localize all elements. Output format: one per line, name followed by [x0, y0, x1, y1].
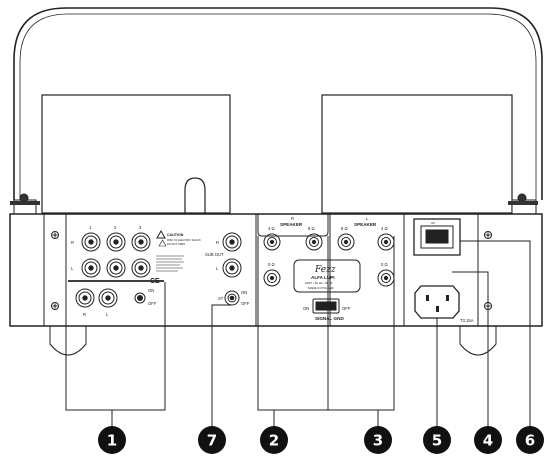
- speaker-terminal[interactable]: [263, 269, 281, 287]
- badge-spec-line: 230V • 50 Hz • 80 W: [305, 281, 332, 285]
- power-switch[interactable]: [413, 218, 461, 256]
- rca-jack[interactable]: [106, 258, 126, 278]
- speaker-terminal[interactable]: [305, 233, 323, 251]
- rca-jack[interactable]: [106, 232, 126, 252]
- left-foot: [49, 326, 87, 356]
- input-jacks: [81, 232, 151, 278]
- svg-text:4: 4: [483, 432, 493, 450]
- speaker-terminals-r: [263, 233, 323, 287]
- speaker-l-title: SPEAKER: [354, 222, 377, 227]
- rca-jack[interactable]: [75, 288, 95, 308]
- speaker-r-4ohm: 4 Ω: [268, 226, 275, 231]
- speaker-terminal[interactable]: [337, 233, 355, 251]
- speaker-terminal[interactable]: [263, 233, 281, 251]
- svg-text:2: 2: [269, 432, 279, 450]
- right-foot: [459, 326, 497, 356]
- rec-output-jacks: [75, 288, 118, 308]
- rec-switch-on-label: ON: [148, 288, 154, 293]
- rca-jack[interactable]: [81, 258, 101, 278]
- st-on-label: ON: [241, 290, 247, 295]
- input-number-1: 1: [89, 225, 92, 230]
- rec-r-label: R: [83, 312, 86, 317]
- speaker-r-0ohm: 0 Ω: [268, 262, 275, 267]
- carry-handle: [13, 7, 543, 200]
- sub-out-jacks: [222, 232, 242, 278]
- signal-gnd-switch[interactable]: [312, 298, 340, 314]
- rca-jack[interactable]: [131, 232, 151, 252]
- iec-power-socket[interactable]: [414, 285, 460, 319]
- st-label: ST: [218, 296, 224, 301]
- callout-5: 5: [423, 426, 451, 454]
- sub-out-r-label: R: [216, 240, 219, 245]
- signal-on-label: ON: [303, 306, 309, 311]
- callout-6: 6: [516, 426, 544, 454]
- right-transformer: [321, 94, 513, 214]
- left-clamp: [10, 193, 40, 215]
- caution-title: CAUTION: [167, 233, 184, 237]
- screw-1: [51, 231, 59, 239]
- badge-origin-line: MADE IN POLAND: [308, 286, 335, 290]
- input-row-l-label: L: [71, 266, 74, 271]
- input-row-r-label: R: [71, 240, 74, 245]
- rca-jack[interactable]: [222, 258, 242, 278]
- sub-out-l-label: L: [216, 266, 219, 271]
- rca-jack[interactable]: [81, 232, 101, 252]
- rec-switch-off-label: OFF: [148, 301, 157, 306]
- svg-text:7: 7: [207, 432, 217, 450]
- screw-3: [484, 231, 492, 239]
- svg-text:5: 5: [432, 432, 442, 450]
- callout-1: 1: [98, 426, 126, 454]
- speaker-terminal[interactable]: [377, 233, 395, 251]
- speaker-r-8ohm: 8 Ω: [308, 226, 315, 231]
- svg-text:1: 1: [107, 432, 117, 450]
- svg-text:3: 3: [373, 432, 383, 450]
- sub-out-label: SUB OUT: [205, 252, 224, 257]
- input-number-2: 2: [114, 225, 117, 230]
- speaker-l-8ohm: 8 Ω: [341, 226, 348, 231]
- speaker-r-channel: R: [291, 216, 294, 221]
- svg-text:6: 6: [525, 432, 535, 450]
- badge-logo: Fezz: [314, 265, 336, 275]
- signal-gnd-label: SIGNAL GND: [315, 316, 344, 321]
- speaker-l-0ohm: 0 Ω: [381, 262, 388, 267]
- rca-jack[interactable]: [222, 232, 242, 252]
- callout-4: 4: [474, 426, 502, 454]
- callout-leaders: [65, 236, 531, 430]
- signal-off-label: OFF: [342, 306, 351, 311]
- caution-subtitle2: DO NOT OPEN: [167, 242, 185, 246]
- st-off-label: OFF: [241, 301, 250, 306]
- rec-l-label: L: [106, 312, 109, 317]
- rca-jack[interactable]: [131, 258, 151, 278]
- vacuum-tube: [184, 177, 206, 300]
- speaker-l-channel: L: [366, 216, 369, 221]
- callout-3: 3: [364, 426, 392, 454]
- callout-markers: 1 7 2 3 5 4 6: [98, 426, 544, 454]
- speaker-l-4ohm: 4 Ω: [381, 226, 388, 231]
- model-badge: [293, 259, 361, 293]
- fuse-label: T3.15A: [460, 318, 474, 323]
- caution-subtitle: RISK OF ELECTRIC SHOCK: [167, 238, 201, 242]
- callout-2: 2: [260, 426, 288, 454]
- left-transformer: [41, 94, 231, 214]
- rec-toggle-switch[interactable]: [134, 292, 146, 304]
- badge-model: ALFA LUPI: [311, 275, 335, 280]
- screw-2: [51, 302, 59, 310]
- ce-mark: CE: [150, 278, 160, 285]
- callout-7: 7: [198, 426, 226, 454]
- speaker-r-title: SPEAKER: [280, 222, 303, 227]
- power-switch-mark: I/O: [431, 221, 436, 225]
- caution-label: [156, 229, 184, 272]
- panel-labels: 1 2 3 R L R L ON OFF CAUTION RISK OF ELE…: [71, 216, 474, 323]
- input-number-3: 3: [139, 225, 142, 230]
- rca-jack[interactable]: [98, 288, 118, 308]
